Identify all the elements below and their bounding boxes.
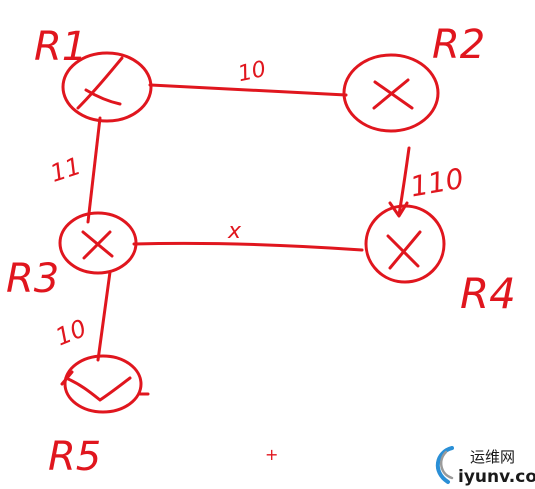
link-r3-r5: 10 (52, 270, 112, 362)
router-r1-label: R1 (34, 24, 87, 70)
router-r3-label: R3 (6, 256, 59, 302)
router-r1-circle (61, 51, 153, 123)
cursor-mark: + (265, 445, 278, 464)
router-r2-circle (342, 53, 440, 133)
link-line-r3-r4 (132, 241, 364, 252)
router-r5: R5 (48, 354, 150, 480)
link-cost-r3-r5: 10 (52, 314, 91, 351)
router-r2-cross-icon (372, 78, 414, 110)
link-r3-r4: x (132, 219, 364, 252)
router-r2: R2 (342, 22, 485, 133)
watermark: 运维网 iyunv.com (436, 446, 535, 487)
router-r4-label: R4 (460, 269, 516, 318)
link-cost-r2-r4: 110 (408, 162, 466, 204)
router-r2-label: R2 (432, 22, 485, 68)
link-r1-r3: 11 (47, 116, 102, 224)
router-r3-cross-icon (81, 230, 114, 260)
link-line-r3-r5 (96, 270, 112, 362)
router-r5-circle (63, 354, 143, 414)
watermark-logo-icon (436, 446, 454, 484)
router-r5-label: R5 (48, 434, 101, 480)
router-r3: R3 (6, 211, 138, 302)
watermark-url-text: iyunv.com (458, 467, 535, 487)
link-line-r1-r2 (148, 83, 348, 97)
router-r3-circle (58, 211, 138, 275)
watermark-cn-text: 运维网 (470, 448, 515, 466)
router-r1: R1 (34, 24, 153, 123)
router-r1-cross-icon (76, 56, 124, 110)
router-r4-circle (364, 204, 446, 284)
link-cost-r1-r3: 11 (47, 152, 85, 188)
router-r4-cross-icon (386, 230, 422, 270)
link-line-r2-r4 (397, 146, 411, 217)
link-line-r1-r3 (86, 116, 102, 224)
router-r5-cross-icon (60, 370, 132, 402)
router-r4: R4 (364, 204, 516, 318)
link-r1-r2: 10 (148, 57, 348, 97)
link-cost-r3-r4: x (227, 219, 242, 244)
link-cost-r1-r2: 10 (236, 57, 269, 87)
